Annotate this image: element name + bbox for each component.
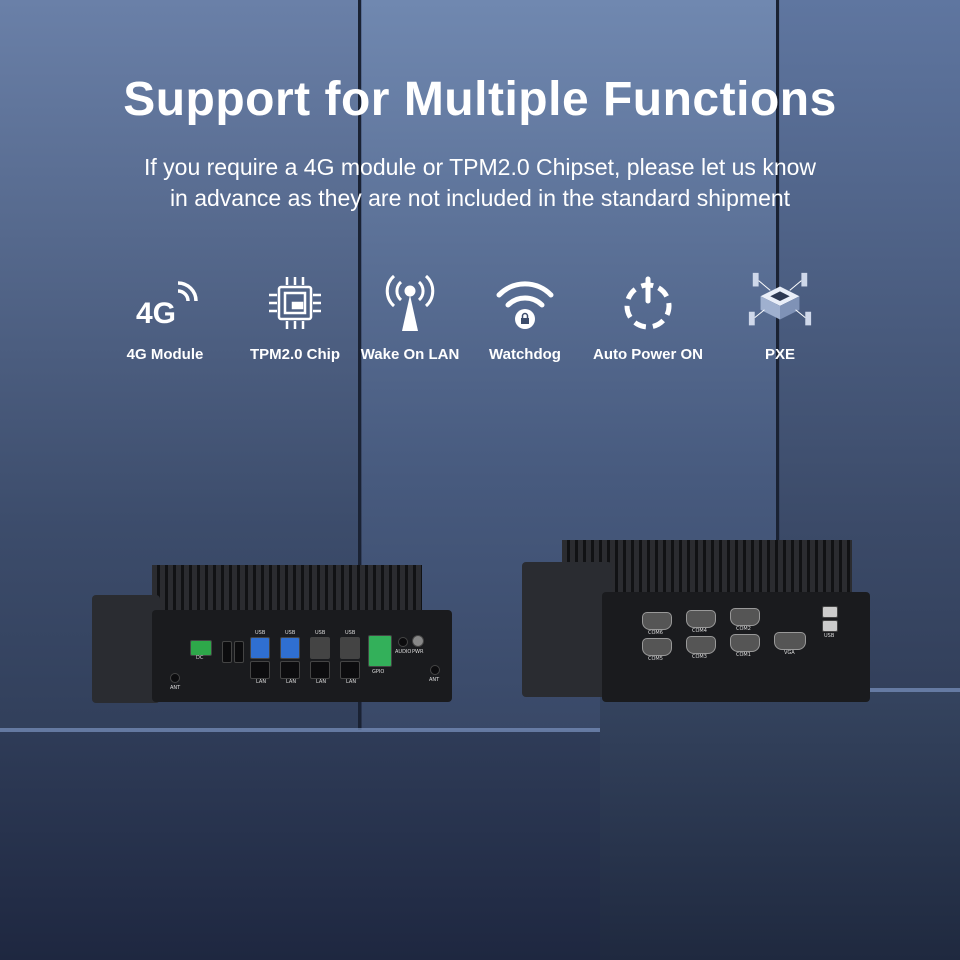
subtitle-line: If you require a 4G module or TPM2.0 Chi… [143,154,817,180]
vga-port [774,632,806,650]
port-label: LAN [316,679,327,685]
port-label: AUDIO [395,649,412,655]
lan-port [280,661,300,679]
serial-port [642,638,672,656]
port-label: ANT [170,685,181,691]
page-title: Support for Multiple Functions [123,73,837,126]
port-label: GPIO [372,669,385,675]
usb-port [280,637,300,659]
hdmi-port [222,641,232,663]
subtitle-line: in advance as they are not included in t… [169,185,791,211]
panel-gap [776,0,779,960]
device-front: DC USB LAN USB LAN USB LAN USB LAN GPIO … [92,565,454,715]
feature-label: Wake On LAN [360,346,460,363]
4g-icon: 4G [130,270,200,336]
heatsink-fins [152,565,422,610]
usb-port [822,620,838,632]
port-label: LAN [256,679,267,685]
serial-port [730,608,760,626]
lan-port [340,661,360,679]
pedestal-edge [0,728,600,732]
serial-port [730,634,760,652]
port-label: COM1 [736,652,751,658]
port-label: USB [255,630,266,636]
pedestal-left [0,730,600,960]
gpio-terminal [368,635,392,667]
network-boot-icon [745,270,815,336]
port-label: USB [824,633,835,639]
port-label: COM4 [692,628,707,634]
device-rear: COM6 COM4 COM2 COM5 COM3 COM1 VGA USB [522,540,872,705]
panel-gap [358,0,361,960]
port-label: LAN [286,679,297,685]
feature-pxe: PXE [715,270,845,363]
side-bracket [92,595,160,703]
subtitle: If you require a 4G module or TPM2.0 Chi… [80,152,880,214]
port-label: COM3 [692,654,707,660]
power-icon [613,270,683,336]
feature-label: TPM2.0 Chip [249,346,340,363]
dc-power-port [190,640,212,656]
audio-jack [398,637,408,647]
port-label: USB [315,630,326,636]
port-label: USB [345,630,356,636]
port-label: DC [196,655,204,661]
serial-port [686,610,716,628]
usb-port [340,637,360,659]
port-label: COM6 [648,630,663,636]
feature-label: PXE [764,346,795,363]
feature-label: 4G Module [126,346,204,363]
usb-port [250,637,270,659]
port-label: PWR [412,649,424,655]
feature-watchdog: Watchdog [460,270,590,363]
usb-port [310,637,330,659]
usb-port [822,606,838,618]
port-label: LAN [346,679,357,685]
serial-port [686,636,716,654]
feature-wake-on-lan: Wake On LAN [345,270,475,363]
port-label: USB [285,630,296,636]
side-bracket [522,562,612,697]
antenna-port [170,673,180,683]
feature-tpm-chip: TPM2.0 Chip [230,270,360,363]
feature-label: Auto Power ON [592,346,703,363]
front-panel [152,610,452,702]
feature-list: 4G 4G Module TPM2.0 Chip [110,270,850,370]
feature-4g-module: 4G 4G Module [100,270,230,363]
port-label: ANT [429,677,440,683]
port-label: COM2 [736,626,751,632]
wifi-lock-icon [490,270,560,336]
antenna-signal-icon [375,270,445,336]
antenna-port [430,665,440,675]
chip-icon [260,270,330,336]
serial-port [642,612,672,630]
lan-port [250,661,270,679]
power-button [412,635,424,647]
pedestal-right [600,690,960,960]
port-label: COM5 [648,656,663,662]
feature-auto-power-on: Auto Power ON [583,270,713,363]
hdmi-port [234,641,244,663]
lan-port [310,661,330,679]
4g-icon-text: 4G [136,297,176,330]
feature-label: Watchdog [489,346,561,363]
port-label: VGA [784,650,795,656]
